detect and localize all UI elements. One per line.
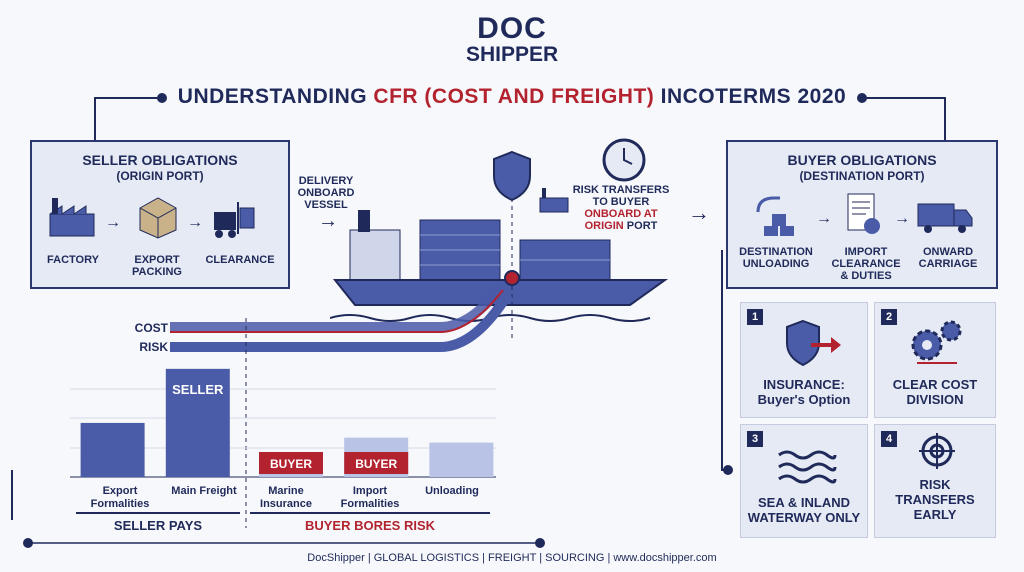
- buyer-panel-title: BUYER OBLIGATIONS (DESTINATION PORT): [728, 152, 996, 184]
- shield-arrow-icon: [786, 319, 841, 367]
- risk-line-label: RISK: [139, 340, 168, 354]
- factory-icon: [49, 198, 95, 237]
- logo-line2: SHIPPER: [466, 43, 559, 66]
- category-label: Import Formalities: [340, 485, 400, 510]
- buyer-group-bracket: [250, 512, 490, 514]
- title-part1: UNDERSTANDING: [177, 85, 374, 108]
- logo-line1: DOC: [477, 12, 547, 45]
- bar-inner-label: BUYER: [355, 457, 397, 471]
- box-icon: [139, 197, 177, 239]
- category-label: Export Formalities: [90, 485, 150, 510]
- buyer-risk-label: BUYER BORES RISK: [304, 518, 436, 533]
- document-check-icon: [847, 193, 880, 234]
- card-number: 3: [747, 431, 763, 447]
- title-part2: INCOTERMS 2020: [654, 85, 847, 108]
- arrow-icon: →: [816, 210, 832, 227]
- gears-icon: [911, 320, 962, 364]
- bar-0: [80, 422, 145, 477]
- category-label: Main Freight: [171, 485, 237, 497]
- cargo-ship: [330, 190, 669, 340]
- arrow-icon: →: [894, 210, 910, 227]
- footer: DocShipper | GLOBAL LOGISTICS | FREIGHT …: [307, 552, 717, 564]
- cost-bar-chart: SELLER BUYER BUYER: [70, 358, 496, 478]
- forklift-icon: [214, 202, 255, 238]
- buyer-step-unloading: DESTINATION UNLOADING: [739, 246, 813, 270]
- buyer-step-import: IMPORT CLEARANCE & DUTIES: [831, 246, 901, 282]
- seller-step-packing: EXPORT PACKING: [132, 254, 182, 278]
- cost-risk-lines: [170, 284, 513, 352]
- seller-step-factory: FACTORY: [47, 254, 99, 266]
- bar-inner-label: BUYER: [270, 457, 312, 471]
- card-text: INSURANCE:Buyer's Option: [757, 377, 851, 407]
- seller-panel: SELLER OBLIGATIONS (ORIGIN PORT) → → FAC…: [30, 140, 290, 289]
- card-number: 4: [881, 431, 897, 447]
- arrow-icon: →: [187, 214, 203, 231]
- seller-panel-subtitle: (ORIGIN PORT): [116, 169, 204, 183]
- waves-icon: [778, 450, 837, 484]
- clock-icon: [602, 138, 646, 182]
- bar-1: [165, 368, 230, 477]
- bar-inner-label: SELLER: [172, 382, 224, 397]
- buyer-step-onward: ONWARD CARRIAGE: [918, 246, 978, 270]
- arrow-icon: →: [105, 214, 121, 231]
- seller-pays-label: SELLER PAYS: [113, 518, 203, 533]
- docshipper-logo: DOC SHIPPER: [466, 14, 558, 66]
- target-icon: [919, 433, 955, 469]
- group-divider: [245, 318, 247, 528]
- category-label: Unloading: [425, 485, 479, 497]
- buyer-tag: [344, 452, 409, 474]
- page-title: UNDERSTANDING CFR (COST AND FREIGHT) INC…: [150, 85, 874, 109]
- truck-icon: [917, 203, 973, 233]
- seller-group-bracket: [76, 512, 240, 514]
- buyer-tag: [259, 452, 323, 474]
- category-label: Marine Insurance: [260, 485, 312, 510]
- title-highlight: CFR (COST AND FREIGHT): [373, 85, 655, 108]
- bar-4: [429, 442, 494, 477]
- risk-transfer-highlight: ONBOARD AT ORIGIN: [584, 208, 658, 232]
- seller-step-clearance: CLEARANCE: [205, 254, 275, 266]
- card-number: 1: [747, 309, 763, 325]
- cost-line-label: COST: [134, 321, 168, 335]
- delivery-label: DELIVERY ONBOARD VESSEL: [297, 175, 355, 211]
- buyer-panel-subtitle: (DESTINATION PORT): [799, 169, 925, 183]
- arrow-icon: →: [318, 210, 338, 232]
- bar-chart-canvas: SELLER BUYER BUYER: [70, 358, 496, 478]
- factory-icon: [539, 188, 569, 213]
- unloading-icon: [756, 196, 794, 236]
- card-insurance: 1 INSURANCE:Buyer's Option: [740, 302, 868, 418]
- shield-icon: [493, 150, 531, 202]
- arrow-icon: →: [688, 200, 710, 225]
- card-number: 2: [881, 309, 897, 325]
- buyer-panel: BUYER OBLIGATIONS (DESTINATION PORT) → →…: [726, 140, 998, 289]
- seller-panel-title: SELLER OBLIGATIONS (ORIGIN PORT): [32, 152, 288, 184]
